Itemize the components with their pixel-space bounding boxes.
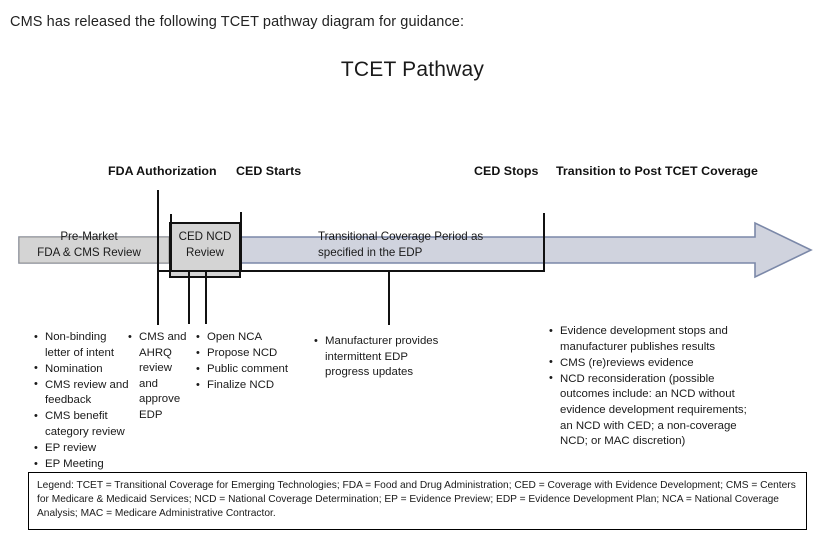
list-item: CMS review and feedback xyxy=(34,377,130,409)
list-item: Non-binding letter of intent xyxy=(34,329,130,361)
list-item: Nomination xyxy=(34,361,130,378)
list-item: EP Meeting xyxy=(34,457,130,473)
timeline-arrow xyxy=(18,206,813,286)
intro-text: CMS has released the following TCET path… xyxy=(10,14,465,30)
phase-label-pre-market: Pre-Market FDA & CMS Review xyxy=(37,230,141,259)
connector-ced-starts xyxy=(240,212,242,272)
milestone-label-fda-authorization: FDA Authorization xyxy=(108,164,217,178)
list-item: Public comment xyxy=(196,362,296,378)
list-item: Propose NCD xyxy=(196,346,296,362)
connector-transitional-updates xyxy=(388,270,390,325)
list-item: Finalize NCD xyxy=(196,378,296,394)
diagram-title: TCET Pathway xyxy=(340,58,485,81)
bullet-column-post-tcet: Evidence development stops and manufactu… xyxy=(549,323,749,450)
phase-block-pre-market xyxy=(18,236,170,264)
list-item: Manufacturer provides intermittent EDP p… xyxy=(314,334,454,381)
bullet-column-pre-market: Non-binding letter of intent Nomination … xyxy=(34,329,130,473)
milestone-label-ced-stops: CED Stops xyxy=(474,164,539,178)
connector-baseline xyxy=(157,270,545,272)
phase-label-transitional-coverage: Transitional Coverage Period as specifie… xyxy=(318,230,484,259)
phase-label-ced-ncd-review: CED NCD Review xyxy=(178,230,232,259)
connector-ced-stops xyxy=(543,213,545,272)
milestone-label-transition: Transition to Post TCET Coverage xyxy=(556,164,758,178)
list-item: NCD reconsideration (possible outcomes i… xyxy=(549,371,749,450)
connector-ced-starts-lower xyxy=(205,270,207,324)
list-item: EP review xyxy=(34,441,130,457)
list-item: CMS (re)reviews evidence xyxy=(549,355,749,372)
connector-fda-authorization xyxy=(157,190,159,325)
list-item: CMS and AHRQ review and approve EDP xyxy=(128,330,190,424)
milestone-label-ced-starts: CED Starts xyxy=(236,164,302,178)
list-item: Open NCA xyxy=(196,330,296,346)
timeline-arrow-svg xyxy=(18,221,813,279)
list-item: Evidence development stops and manufactu… xyxy=(549,323,749,355)
connector-edp-approval-lower xyxy=(188,270,190,324)
bullet-column-edp-approval: CMS and AHRQ review and approve EDP xyxy=(128,330,190,424)
list-item: CMS benefit category review xyxy=(34,409,130,440)
legend-box: Legend: TCET = Transitional Coverage for… xyxy=(28,472,807,530)
connector-edp-approval xyxy=(170,214,172,270)
bullet-column-transitional-coverage: Manufacturer provides intermittent EDP p… xyxy=(314,334,454,381)
bullet-column-ncd-process: Open NCA Propose NCD Public comment Fina… xyxy=(196,330,296,394)
